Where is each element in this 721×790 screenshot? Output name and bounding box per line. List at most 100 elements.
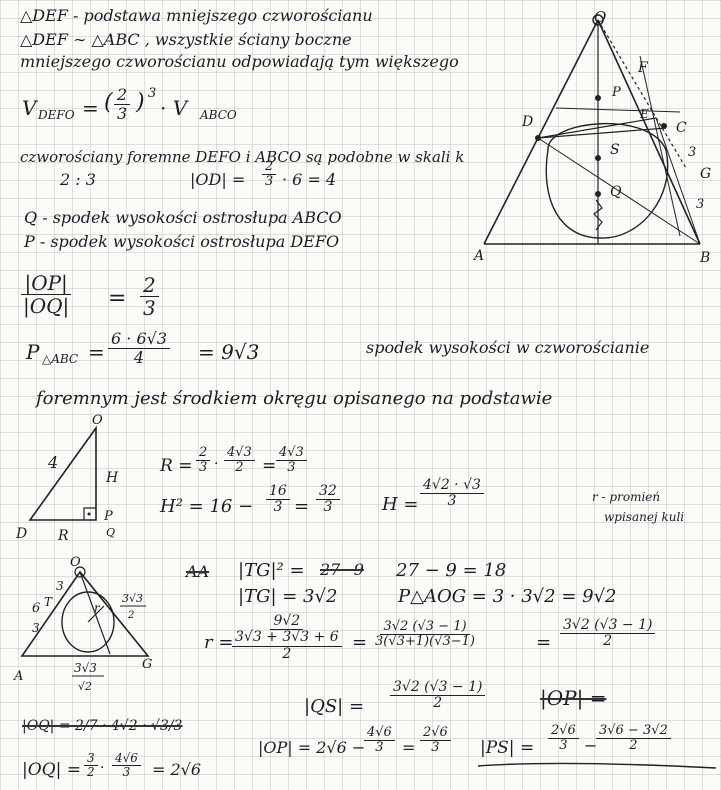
qs-lhs: |QS| = (304, 696, 365, 717)
qs-fraction: 3√2 (√3 − 1) 2 (390, 679, 486, 712)
ic-label-side-den: 2 (127, 610, 134, 621)
qs-den: 2 (433, 695, 443, 712)
foot-text-1: spodek wysokości w czworościanie (366, 338, 650, 357)
op-line-fraction: 4√6 3 (364, 725, 395, 756)
ps-den-2: 2 (629, 738, 638, 754)
op-line-res-num: 2√6 (420, 725, 451, 742)
h-den: 3 (447, 493, 457, 510)
h-lhs: H = (382, 494, 419, 515)
r-res-fraction: 3√2 (√3 − 1) 2 (560, 617, 656, 650)
ic-label-three-left: 3 (32, 621, 40, 635)
od-fraction: 2 3 (262, 159, 277, 190)
op-line-num: 4√6 (364, 725, 395, 742)
tetra-label-q: Q (610, 184, 622, 200)
op-num: |OP| (21, 272, 71, 295)
ps-minus: − (584, 736, 598, 755)
tetra-label-three-1: 3 (688, 145, 696, 160)
area-num: 6 · 6√3 (108, 330, 170, 349)
foot-text-2: foremnym jest środkiem okręgu opisanego … (36, 388, 553, 409)
area-lhs: P (26, 340, 40, 364)
oq-f2-num: 4√6 (112, 751, 141, 767)
r-mid-eq: = (352, 632, 368, 653)
op-line-res-den: 3 (431, 740, 440, 756)
ic-label-base-num: 3√3 (74, 661, 97, 675)
r-f3-num: 4√3 (276, 445, 307, 462)
r-lhs: R = (160, 456, 193, 476)
r-big-num: 9√2 (270, 613, 304, 631)
rt-label-q: Q (106, 526, 115, 539)
oq-final-frac-2: 4√6 3 (112, 751, 141, 779)
tg-line-1-res: 27 − 9 = 18 (396, 560, 507, 581)
r-res-num: 3√2 (√3 − 1) (560, 617, 656, 635)
oq-final: |OQ| = (22, 760, 81, 780)
p-definition: P - spodek wysokości ostrosłupa DEFO (24, 232, 340, 251)
note-line-5: czworościany foremne DEFO i ABCO są podo… (20, 148, 465, 166)
h2-f2-num: 32 (316, 483, 340, 501)
volume-paren-close: ) (136, 90, 145, 115)
tetra-label-e: E (639, 107, 649, 121)
r-f2-num: 4√3 (224, 445, 255, 462)
tetra-label-p: P (611, 85, 621, 100)
h2-frac-1: 16 3 (266, 483, 290, 516)
r-f3-den: 3 (287, 460, 296, 476)
ic-label-o: O (70, 555, 81, 570)
tetra-label-three-2: 3 (696, 197, 704, 212)
volume-lhs-sub: DEFO (38, 108, 75, 122)
ps-frac-2: 3√6 − 3√2 2 (596, 723, 671, 754)
r-f1-den: 3 (199, 460, 208, 476)
rt-label-d: D (15, 526, 27, 542)
rt-label-h: H (105, 470, 119, 486)
r-res-eq: = (536, 632, 552, 653)
r-frac-2: 4√3 2 (224, 445, 255, 476)
oq-final-frac-1: 3 2 (84, 751, 98, 779)
r-big-den: 3√3 + 3√3 + 6 (232, 630, 342, 647)
r-note-2: wpisanej kuli (604, 510, 685, 524)
volume-fraction: 2 3 (114, 86, 131, 122)
h2-f1-num: 16 (266, 483, 290, 501)
h2-frac-2: 32 3 (316, 483, 340, 516)
area-fraction: 6 · 6√3 4 (108, 330, 170, 366)
area-den: 4 (133, 347, 145, 367)
op-scribble: |OP| = (540, 686, 607, 710)
oq-den: |OQ| (23, 294, 70, 318)
oq-final-res: = 2√6 (152, 760, 202, 779)
ps-den-1: 3 (559, 738, 568, 754)
q-definition: Q - spodek wysokości ostrosłupa ABCO (24, 208, 342, 227)
r-mid-fraction: 3√2 (√3 − 1) 3(√3+1)(√3−1) (372, 619, 478, 650)
tetra-label-s: S (610, 142, 620, 158)
op-val-num: 2 (140, 274, 159, 297)
volume-lhs: V (22, 96, 37, 120)
oq-strike: |OQ| = 2/7 · 4√2 · √3/3 (22, 718, 183, 734)
rt-label-four: 4 (47, 453, 58, 472)
od-tail: · 6 = 4 (282, 170, 337, 189)
note-line-3: mniejszego czworościanu odpowiadają tym … (20, 52, 459, 71)
tg-strike: AA (186, 562, 210, 581)
tetra-label-c: C (676, 120, 687, 136)
h2-f2-den: 3 (323, 499, 333, 516)
od-frac-num: 2 (262, 159, 277, 176)
tetra-label-a: A (472, 248, 484, 264)
ic-label-t: T (44, 595, 53, 609)
volume-paren-open: ( (104, 90, 113, 115)
h-num: 4√2 · √3 (420, 477, 484, 495)
op-line-den: 3 (375, 740, 384, 756)
tetra-label-g: G (700, 166, 711, 182)
op-oq-fraction: |OP| |OQ| (20, 272, 72, 317)
rt-label-p: P (103, 509, 113, 524)
op-val-den: 3 (143, 296, 156, 320)
r-mid-num: 3√2 (√3 − 1) (380, 619, 470, 636)
rt-label-o: O (92, 413, 103, 428)
r-frac-1: 2 3 (196, 445, 211, 476)
area-sub: △ABC (42, 352, 79, 366)
area-eq: = (88, 340, 105, 364)
h2-lhs: H² = 16 − (160, 496, 254, 517)
h2-f1-den: 3 (273, 499, 283, 516)
ps-num-2: 3√6 − 3√2 (596, 723, 671, 740)
od-eq: |OD| = (190, 170, 246, 189)
od-frac-den: 3 (265, 174, 274, 190)
op-line-res: 2√6 3 (420, 725, 451, 756)
volume-eq: = (82, 96, 99, 120)
